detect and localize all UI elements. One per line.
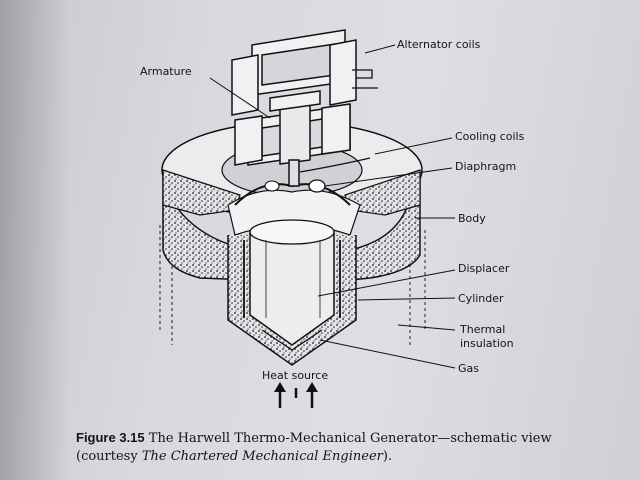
label-gas: Gas — [458, 362, 479, 375]
label-cooling-coils: Cooling coils — [455, 130, 525, 143]
alternator-frame — [231, 29, 357, 187]
cylinder-assembly — [227, 219, 357, 366]
caption-text: The Harwell Thermo-Mechanical Generator—… — [76, 431, 552, 464]
label-displacer: Displacer — [458, 262, 510, 275]
label-diaphragm: Diaphragm — [455, 160, 516, 173]
page-shadow — [0, 0, 70, 480]
label-alternator-coils: Alternator coils — [397, 38, 481, 51]
label-heat-source: Heat source — [262, 369, 328, 382]
label-body: Body — [458, 212, 486, 225]
caption-journal: The Chartered Mechanical Engineer — [141, 449, 383, 464]
leader-lines — [209, 44, 456, 369]
figure-caption: Figure 3.15 The Harwell Thermo-Mechanica… — [76, 429, 616, 466]
heat-source-arrows — [274, 382, 318, 408]
label-thermal: Thermal — [459, 323, 505, 336]
cooling-coils — [299, 69, 378, 173]
caption-end: ). — [382, 449, 393, 464]
component-labels: Alternator coils Armature Cooling coils … — [140, 38, 525, 382]
figure-number: Figure 3.15 — [76, 430, 145, 445]
label-armature: Armature — [140, 65, 192, 78]
label-insulation: insulation — [460, 337, 514, 350]
label-cylinder: Cylinder — [458, 292, 504, 305]
